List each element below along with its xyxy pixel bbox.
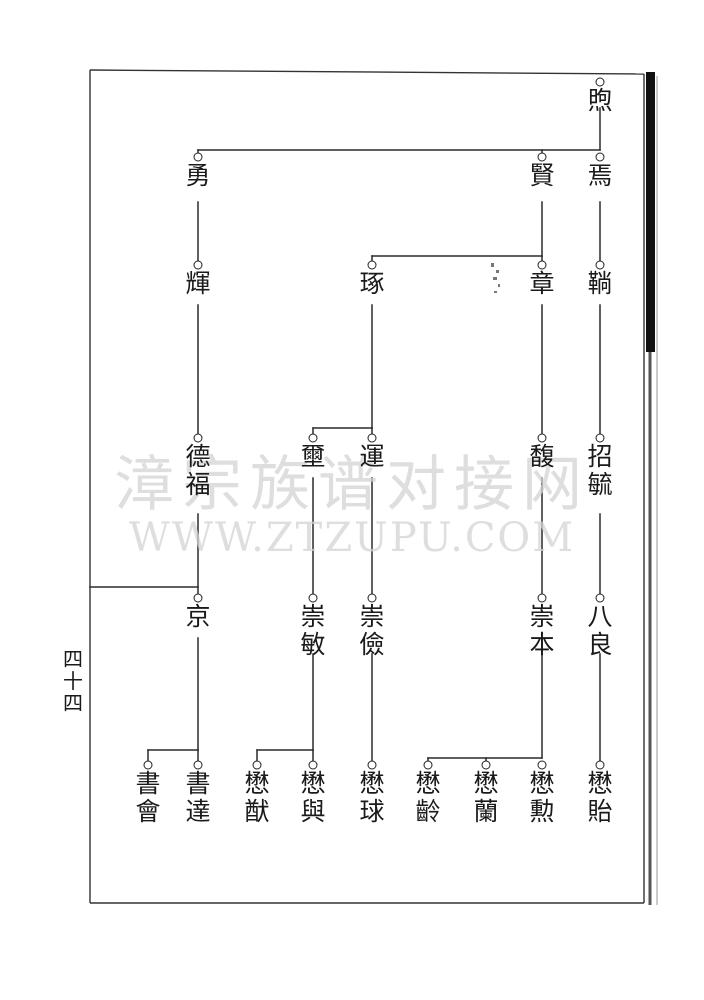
person-name-g1c: 焉: [587, 161, 613, 190]
lineage-node-marker: [537, 593, 547, 603]
person-name-g5b: 書 達: [185, 769, 211, 826]
lineage-node-marker: [193, 760, 203, 770]
lineage-node-marker: [367, 260, 377, 270]
person-name-g2d: 鞝: [587, 269, 613, 298]
page-number: 四 十 四: [63, 647, 83, 715]
person-name-g4d: 崇 本: [529, 602, 555, 659]
person-name-g5g: 懋 蘭: [473, 769, 499, 826]
person-name-g2b: 琢: [359, 269, 385, 298]
person-name-g4a: 京: [185, 602, 211, 631]
lineage-node-marker: [537, 760, 547, 770]
person-name-g5f: 懋 齡: [415, 769, 441, 826]
lineage-node-marker: [367, 433, 377, 443]
person-name-g1a: 勇: [185, 161, 211, 190]
lineage-node-marker: [537, 152, 547, 162]
lineage-node-marker: [308, 593, 318, 603]
lineage-node-marker: [423, 760, 433, 770]
lineage-node-marker: [193, 593, 203, 603]
lineage-node-marker: [193, 152, 203, 162]
person-name-g5h: 懋 勲: [529, 769, 555, 826]
person-name-g2c: 章: [529, 269, 555, 298]
person-name-g4b: 崇 敏: [300, 602, 326, 659]
person-name-g4c: 崇 儉: [359, 602, 385, 659]
lineage-node-marker: [537, 260, 547, 270]
lineage-node-marker: [595, 433, 605, 443]
person-name-g5i: 懋 貽: [587, 769, 613, 826]
lineage-node-marker: [252, 760, 262, 770]
person-name-g2a: 輝: [185, 269, 211, 298]
person-name-g3e: 招 毓: [587, 442, 613, 499]
lineage-node-marker: [308, 760, 318, 770]
person-name-g3b: 壐: [300, 442, 326, 471]
person-name-g4e: 八 良: [587, 602, 613, 659]
person-name-g1b: 賢: [529, 161, 555, 190]
person-name-g5a: 書 會: [135, 769, 161, 826]
lineage-node-marker: [143, 760, 153, 770]
person-name-g3d: 馥: [529, 442, 555, 471]
person-name-root: 煦: [587, 86, 613, 115]
lineage-node-marker: [193, 260, 203, 270]
lineage-node-marker: [595, 760, 605, 770]
lineage-node-marker: [481, 760, 491, 770]
person-name-g3c: 運: [359, 442, 385, 471]
lineage-node-marker: [595, 260, 605, 270]
lineage-node-marker: [367, 760, 377, 770]
lineage-node-marker: [537, 433, 547, 443]
lineage-node-marker: [595, 593, 605, 603]
person-name-g5d: 懋 與: [300, 769, 326, 826]
lineage-node-marker: [367, 593, 377, 603]
person-name-g3a: 德 福: [185, 442, 211, 499]
lineage-node-marker: [595, 77, 605, 87]
lineage-node-marker: [193, 433, 203, 443]
person-name-g5e: 懋 球: [359, 769, 385, 826]
lineage-node-marker: [308, 433, 318, 443]
person-name-g5c: 懋 猷: [244, 769, 270, 826]
lineage-node-marker: [595, 152, 605, 162]
